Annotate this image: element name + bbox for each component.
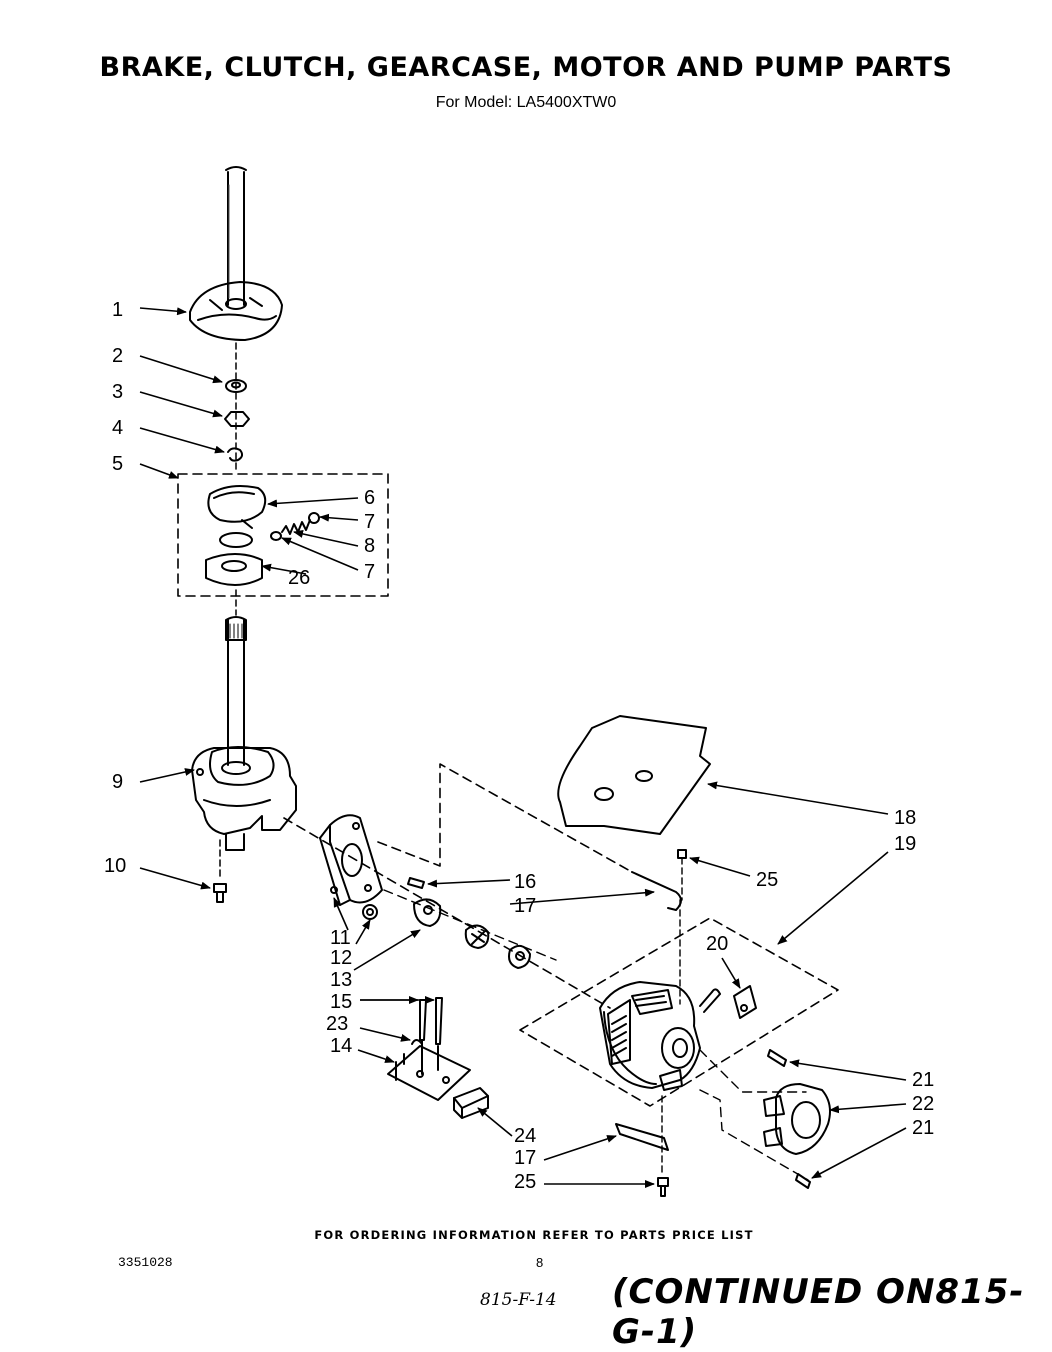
model-subtitle: For Model: LA5400XTW0 [435, 94, 617, 111]
clip-part-21-upper [767, 1049, 787, 1067]
pump-part-22 [763, 1083, 831, 1155]
washer-part-2 [225, 379, 247, 393]
callout-23: 23 [326, 1013, 348, 1035]
brake-band-part-6 [207, 485, 267, 529]
callout-7b: 7 [364, 561, 375, 583]
callout-13: 13 [330, 969, 352, 991]
callout-25b: 25 [514, 1171, 536, 1193]
callout-21a: 21 [912, 1069, 934, 1091]
callout-26: 26 [288, 567, 310, 589]
callout-9: 9 [112, 771, 123, 793]
callout-10: 10 [104, 855, 126, 877]
callout-6: 6 [364, 487, 375, 509]
lower-bracket-part-17 [615, 1095, 669, 1177]
upper-shaft-and-brake-plate [189, 166, 283, 341]
clip-part-21-lower [795, 1173, 811, 1189]
motor-bracket-part-14 [387, 997, 471, 1101]
callout-4: 4 [112, 417, 123, 439]
callout-25a: 25 [756, 869, 778, 891]
callout-2: 2 [112, 345, 123, 367]
clutch-assembly-box [177, 473, 389, 597]
page-title: BRAKE, CLUTCH, GEARCASE, MOTOR AND PUMP … [99, 52, 953, 83]
callout-15: 15 [330, 991, 352, 1013]
gearcase-part-9 [191, 616, 297, 851]
handwritten-reference: 815-F-14 [480, 1290, 557, 1310]
damper-pad-part-24 [453, 1087, 489, 1119]
motor-assembly-box [519, 917, 839, 1107]
switch-bracket-part-17 [631, 849, 687, 1005]
screw-part-25-lower [657, 1177, 669, 1197]
handwritten-continued-note: (CONTINUED ON815-G-1) [612, 1272, 1025, 1352]
callout-17a: 17 [514, 895, 536, 917]
callout-18: 18 [894, 807, 916, 829]
callout-19: 19 [894, 833, 916, 855]
clutch-pulley-part-26 [205, 532, 263, 586]
callout-12: 12 [330, 947, 352, 969]
callout-17b: 17 [514, 1147, 536, 1169]
callout-20: 20 [706, 933, 728, 955]
switch-part-20 [733, 985, 757, 1019]
mounting-plate-part-11 [319, 814, 383, 906]
clip-part-4 [227, 447, 244, 462]
callout-5: 5 [112, 453, 123, 475]
callout-3: 3 [112, 381, 123, 403]
screw-part-16 [407, 877, 425, 889]
callout-11: 11 [330, 927, 351, 949]
document-number: 3351028 [118, 1255, 173, 1270]
callout-8: 8 [364, 535, 375, 557]
bolt-part-10 [213, 883, 227, 903]
callout-14: 14 [330, 1035, 352, 1057]
ordering-info-note: FOR ORDERING INFORMATION REFER TO PARTS … [314, 1228, 754, 1242]
nut-part-3 [224, 411, 250, 427]
motor-part-19 [599, 981, 721, 1091]
grommet-part-12 [362, 904, 378, 920]
callout-numbers: 1 2 3 4 5 6 7 8 7 26 9 10 11 12 13 15 23… [104, 299, 934, 1193]
callout-22: 22 [912, 1093, 934, 1115]
callout-21b: 21 [912, 1117, 934, 1139]
callout-7a: 7 [364, 511, 375, 533]
callout-1: 1 [112, 299, 123, 321]
callout-24: 24 [514, 1125, 536, 1147]
callout-16: 16 [514, 871, 536, 893]
leader-lines [139, 307, 907, 1188]
spring-part-8 [270, 512, 320, 541]
motor-shield-part-18 [557, 715, 711, 835]
page-number: 8 [536, 1255, 544, 1270]
